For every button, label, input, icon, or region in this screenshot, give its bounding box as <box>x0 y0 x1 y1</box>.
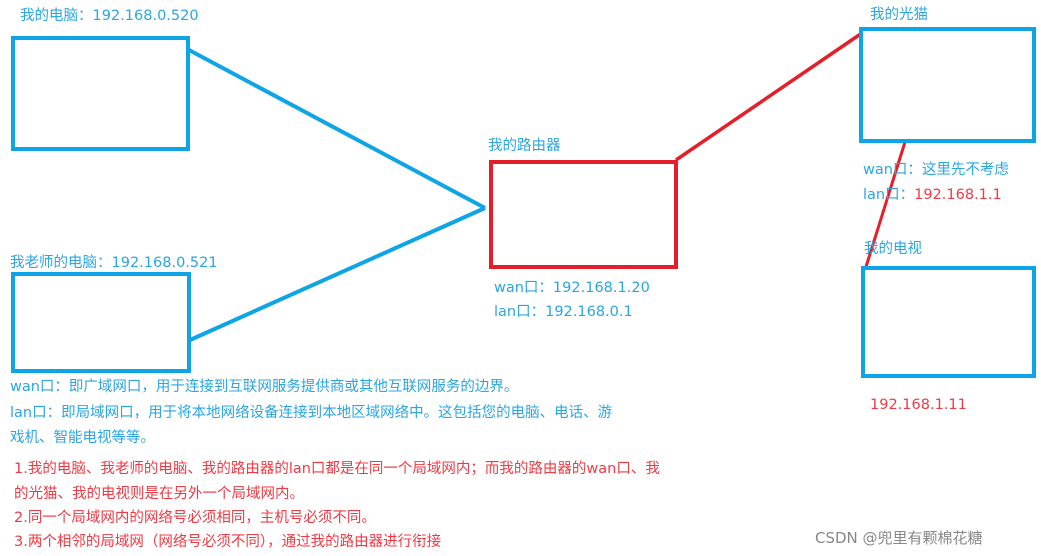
link-teacher-pc-router <box>189 206 486 342</box>
point-1b: 的光猫、我的电视则是在另外一个局域网内。 <box>14 486 304 502</box>
modem-box <box>859 27 1036 143</box>
link-my-pc-router <box>188 48 486 210</box>
router-wan: wan口：192.168.1.20 <box>494 280 650 296</box>
router-lan: lan口：192.168.0.1 <box>494 304 633 320</box>
link-modem-tv <box>863 141 907 271</box>
modem-lan: lan口：192.168.1.1 <box>863 186 1002 204</box>
point-3: 3.两个相邻的局域网（网络号必须不同），通过我的路由器进行衔接 <box>14 534 442 550</box>
teacher-pc-label: 我老师的电脑：192.168.0.521 <box>10 255 218 271</box>
wan-prefix: wan口： <box>863 162 922 178</box>
point-2: 2.同一个局域网内的网络号必须相同，主机号必须不同。 <box>14 510 376 526</box>
router-label: 我的路由器 <box>488 138 561 154</box>
tv-label: 我的电视 <box>864 241 922 257</box>
lan-prefix: lan口： <box>863 187 915 203</box>
watermark: CSDN @兜里有颗棉花糖 <box>815 529 983 547</box>
tv-ip: 192.168.1.11 <box>870 397 967 413</box>
teacher-pc-box <box>11 272 191 373</box>
note-lan-1: lan口：即局域网口，用于将本地网络设备连接到本地区域网络中。这包括您的电脑、电… <box>10 405 613 421</box>
modem-label: 我的光猫 <box>870 7 928 23</box>
router-box <box>489 160 678 269</box>
note-wan: wan口：即广域网口，用于连接到互联网服务提供商或其他互联网服务的边界。 <box>10 379 519 395</box>
my-pc-label: 我的电脑：192.168.0.520 <box>20 8 199 24</box>
point-1a: 1.我的电脑、我老师的电脑、我的路由器的lan口都是在同一个局域网内；而我的路由… <box>14 461 660 477</box>
lan-value: 192.168.1.1 <box>914 187 1002 203</box>
wan-value: 这里先不考虑 <box>921 162 1009 178</box>
my-pc-box <box>11 36 190 151</box>
modem-wan: wan口：这里先不考虑 <box>863 161 1009 179</box>
note-lan-2: 戏机、智能电视等等。 <box>10 430 155 446</box>
tv-box <box>861 266 1036 378</box>
link-router-modem <box>675 31 863 162</box>
